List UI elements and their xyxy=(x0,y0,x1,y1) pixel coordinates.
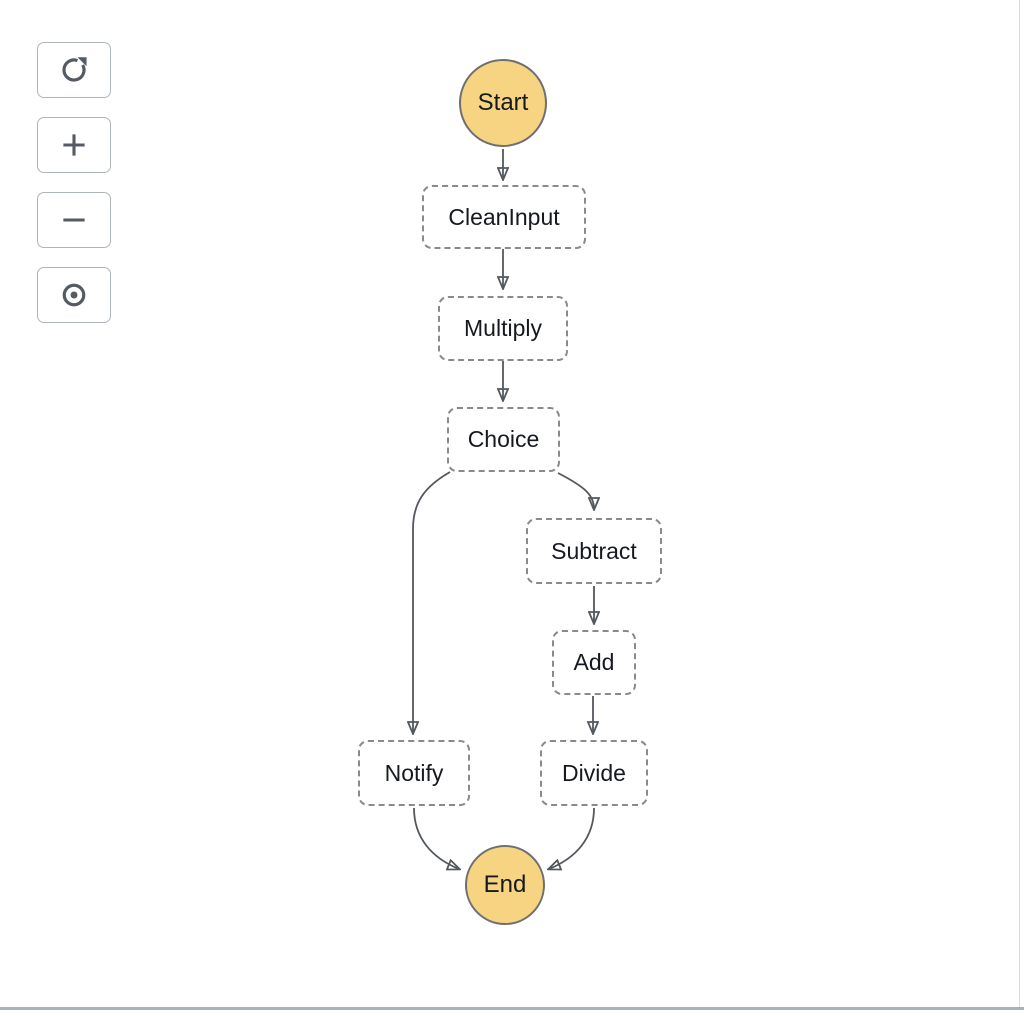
node-end[interactable]: End xyxy=(465,845,545,925)
graph-toolbar xyxy=(37,42,111,323)
panel-bottom-border xyxy=(0,1007,1024,1010)
edge-notify-end xyxy=(413,807,459,869)
edge-divide-end xyxy=(549,807,595,869)
panel-right-border xyxy=(1019,0,1020,1009)
edge-choice-notify xyxy=(413,471,451,733)
zoom-in-button[interactable] xyxy=(37,117,111,173)
node-add[interactable]: Add xyxy=(552,630,636,695)
zoom-out-icon xyxy=(57,203,91,237)
node-choice[interactable]: Choice xyxy=(447,407,560,472)
center-view-icon xyxy=(58,279,90,311)
node-divide[interactable]: Divide xyxy=(540,740,648,806)
node-subtract[interactable]: Subtract xyxy=(526,518,662,584)
node-clean-input[interactable]: CleanInput xyxy=(422,185,586,249)
center-view-button[interactable] xyxy=(37,267,111,323)
node-multiply[interactable]: Multiply xyxy=(438,296,568,361)
refresh-button[interactable] xyxy=(37,42,111,98)
refresh-icon xyxy=(58,54,90,86)
zoom-out-button[interactable] xyxy=(37,192,111,248)
node-start[interactable]: Start xyxy=(459,59,547,147)
edge-choice-subtract xyxy=(557,472,594,509)
node-notify[interactable]: Notify xyxy=(358,740,470,806)
zoom-in-icon xyxy=(57,128,91,162)
